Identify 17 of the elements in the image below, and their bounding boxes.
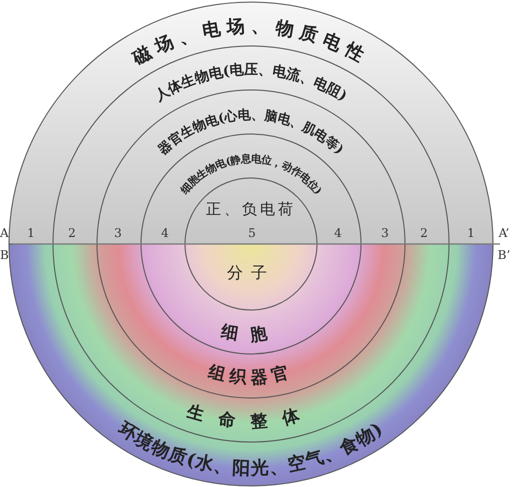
zone-number: 5 <box>248 226 256 240</box>
ring-label: 正、负电荷 <box>206 200 296 218</box>
zone-number: 3 <box>114 226 122 240</box>
ring-label: 组织器官 <box>206 362 296 388</box>
zone-number: 3 <box>381 226 389 240</box>
zone-number: 4 <box>161 226 169 240</box>
zone-number: 2 <box>68 226 76 240</box>
zone-number: 4 <box>334 226 342 240</box>
line-end-label: A <box>0 226 9 240</box>
line-end-label: A’ <box>498 226 510 240</box>
ring-label: 分子 <box>227 263 275 282</box>
zone-number: 1 <box>467 226 475 240</box>
zone-number: 1 <box>27 226 35 240</box>
line-end-label: B’ <box>498 248 510 262</box>
ring-label: 细胞 <box>220 321 282 346</box>
zone-number: 2 <box>420 226 428 240</box>
line-end-label: B <box>0 248 9 262</box>
